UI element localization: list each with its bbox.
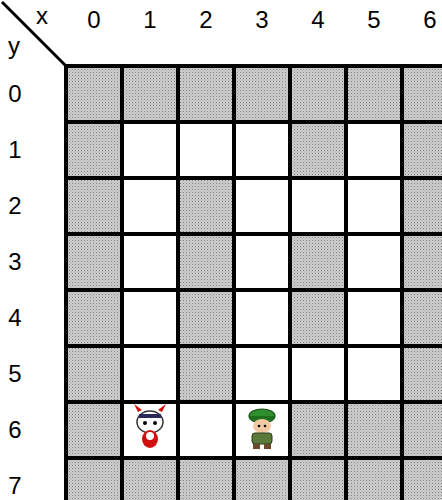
wall-cell [290,122,346,178]
devil-sprite [134,404,166,448]
coordinate-number: 6 [423,8,436,32]
wall-cell [234,458,290,500]
floor-cell [234,402,290,458]
wall-cell [178,346,234,402]
coordinate-number: 5 [367,8,380,32]
wall-cell [290,234,346,290]
floor-cell [122,290,178,346]
floor-cell [122,402,178,458]
wall-cell [66,234,122,290]
maze-cells [66,66,442,500]
floor-cell [346,346,402,402]
wall-cell [402,458,442,500]
wall-cell [66,346,122,402]
coordinate-number: 6 [8,418,21,442]
coordinate-number: 1 [8,138,21,162]
coordinate-number: 1 [143,8,156,32]
wall-cell [122,66,178,122]
wall-cell [402,346,442,402]
wall-cell [178,234,234,290]
floor-cell [234,234,290,290]
wall-cell [66,290,122,346]
coordinate-number: 2 [199,8,212,32]
floor-cell [346,122,402,178]
wall-cell [402,290,442,346]
coordinate-number: 0 [87,8,100,32]
floor-cell [178,122,234,178]
wall-cell [346,458,402,500]
floor-cell [290,346,346,402]
wall-cell [290,290,346,346]
floor-cell [346,234,402,290]
wall-cell [402,122,442,178]
wall-cell [66,458,122,500]
wall-cell [66,178,122,234]
wall-cell [402,234,442,290]
wall-cell [178,66,234,122]
coordinate-number: 3 [255,8,268,32]
wall-cell [66,122,122,178]
wall-cell [402,402,442,458]
coordinate-number: 7 [8,474,21,498]
floor-cell [234,122,290,178]
floor-cell [122,178,178,234]
wall-cell [346,402,402,458]
floor-cell [122,346,178,402]
floor-cell [234,290,290,346]
wall-cell [66,66,122,122]
player-sprite [249,409,275,449]
coordinate-number: 0 [8,82,21,106]
coordinate-number: 4 [8,306,21,330]
wall-cell [178,290,234,346]
wall-cell [178,178,234,234]
floor-cell [346,290,402,346]
axis-label: x [36,4,48,28]
wall-cell [402,66,442,122]
wall-cell [66,402,122,458]
wall-cell [290,66,346,122]
coordinate-number: 4 [311,8,324,32]
floor-cell [122,234,178,290]
wall-cell [402,178,442,234]
wall-cell [290,458,346,500]
coordinate-number: 3 [8,250,21,274]
floor-cell [346,178,402,234]
wall-cell [346,66,402,122]
wall-cell [290,402,346,458]
wall-cell [234,66,290,122]
wall-cell [178,458,234,500]
floor-cell [234,178,290,234]
floor-cell [178,402,234,458]
floor-cell [290,178,346,234]
floor-cell [122,122,178,178]
axis-label: y [8,34,20,58]
coordinate-number: 2 [8,194,21,218]
axis-diagonal [2,2,66,66]
floor-cell [234,346,290,402]
coordinate-number: 5 [8,362,21,386]
wall-cell [122,458,178,500]
